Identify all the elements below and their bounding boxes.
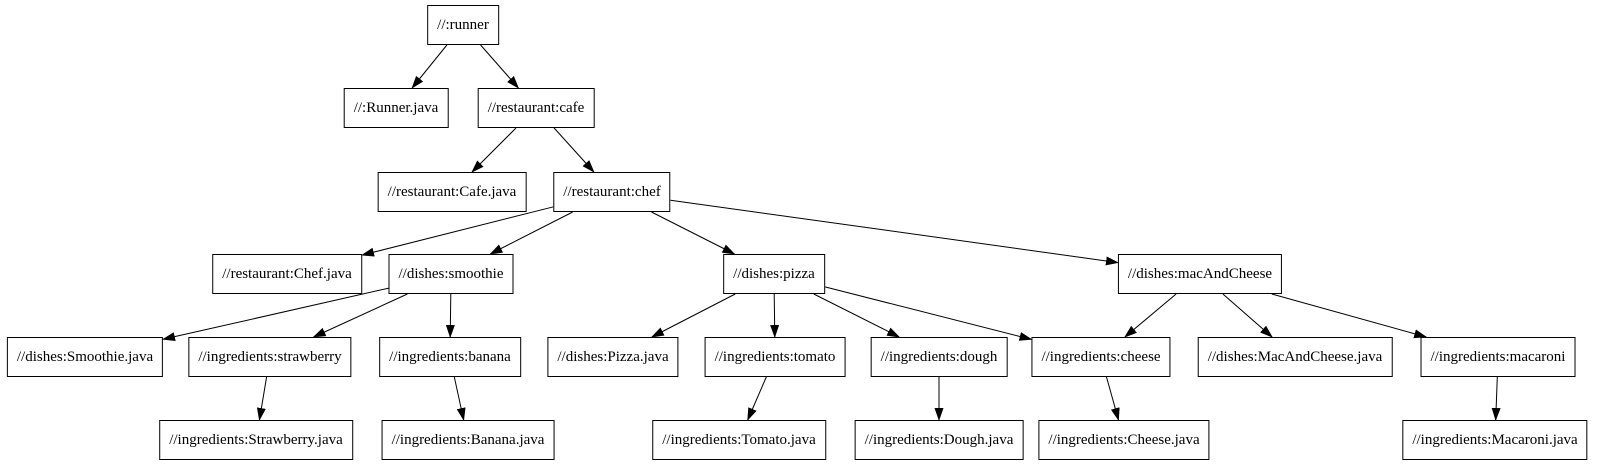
graph-node-cafe-java: //restaurant:Cafe.java — [377, 172, 527, 212]
graph-edge-smoothie-to-strawberry — [312, 293, 408, 338]
graph-edge-pizza-to-dough — [813, 293, 901, 338]
graph-node-pizza: //dishes:pizza — [723, 254, 825, 294]
graph-edge-smoothie-to-banana — [445, 293, 455, 338]
graph-edge-pizza-to-cheese — [824, 286, 1033, 341]
graph-edge-cafe-to-chef — [553, 127, 595, 173]
graph-edge-mac-and-cheese-to-mac-and-cheese-java — [1222, 293, 1273, 338]
graph-edge-chef-to-chef-java — [361, 206, 554, 257]
graph-node-chef-java: //restaurant:Chef.java — [212, 254, 362, 294]
graph-edge-chef-to-pizza — [651, 211, 736, 255]
graph-edge-chef-to-smoothie — [489, 211, 573, 255]
graph-edge-chef-to-mac-and-cheese — [670, 199, 1119, 266]
graph-edge-banana-to-banana-java — [453, 376, 466, 421]
graph-edge-pizza-to-tomato — [770, 293, 780, 338]
graph-edge-macaroni-to-macaroni-java — [1491, 376, 1501, 421]
graph-node-cafe: //restaurant:cafe — [477, 88, 595, 128]
graph-node-cheese-java: //ingredients:Cheese.java — [1038, 420, 1210, 460]
graph-node-macaroni-java: //ingredients:Macaroni.java — [1402, 420, 1588, 460]
graph-node-pizza-java: //dishes:Pizza.java — [547, 337, 679, 377]
graph-node-mac-and-cheese-java: //dishes:MacAndCheese.java — [1197, 337, 1393, 377]
graph-edge-cafe-to-cafe-java — [471, 127, 517, 173]
graph-node-macaroni: //ingredients:macaroni — [1420, 337, 1576, 377]
graph-node-mac-and-cheese: //dishes:macAndCheese — [1117, 254, 1283, 294]
graph-node-banana: //ingredients:banana — [379, 337, 521, 377]
graph-edge-mac-and-cheese-to-macaroni — [1271, 293, 1428, 339]
graph-edge-smoothie-to-smoothie-java — [162, 287, 389, 342]
graph-node-smoothie: //dishes:smoothie — [388, 254, 514, 294]
graph-node-strawberry: //ingredients:strawberry — [188, 337, 352, 377]
graph-node-strawberry-java: //ingredients:Strawberry.java — [159, 420, 353, 460]
graph-node-runner-java: //:Runner.java — [343, 88, 449, 128]
graph-edge-runner-to-runner-java — [411, 44, 448, 89]
graph-node-dough: //ingredients:dough — [870, 337, 1008, 377]
graph-node-chef: //restaurant:chef — [553, 172, 671, 212]
graph-node-dough-java: //ingredients:Dough.java — [854, 420, 1024, 460]
graph-edge-runner-to-cafe — [480, 44, 520, 89]
graph-node-tomato: //ingredients:tomato — [704, 337, 846, 377]
graph-edge-tomato-to-tomato-java — [747, 376, 767, 421]
graph-node-tomato-java: //ingredients:Tomato.java — [652, 420, 826, 460]
graph-node-cheese: //ingredients:cheese — [1031, 337, 1171, 377]
graph-edge-pizza-to-pizza-java — [650, 293, 736, 338]
graph-edge-strawberry-to-strawberry-java — [256, 376, 268, 421]
graph-edge-cheese-to-cheese-java — [1106, 376, 1120, 421]
graph-node-smoothie-java: //dishes:Smoothie.java — [6, 337, 164, 377]
graph-edge-mac-and-cheese-to-cheese — [1124, 293, 1177, 338]
graph-node-runner: //:runner — [427, 5, 499, 45]
graph-node-banana-java: //ingredients:Banana.java — [381, 420, 555, 460]
